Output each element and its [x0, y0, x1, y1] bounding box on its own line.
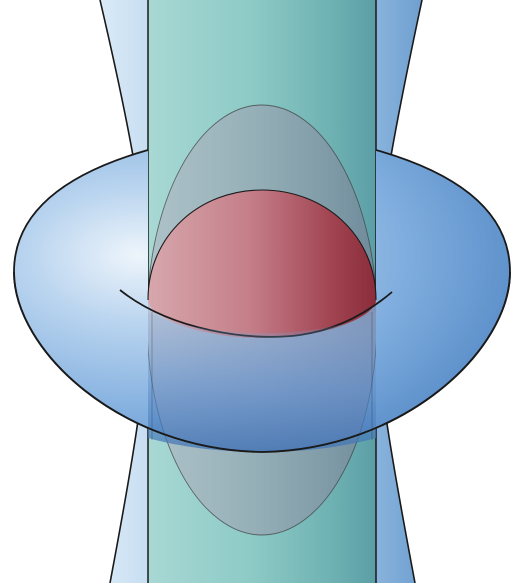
geometry-illustration	[0, 0, 525, 583]
